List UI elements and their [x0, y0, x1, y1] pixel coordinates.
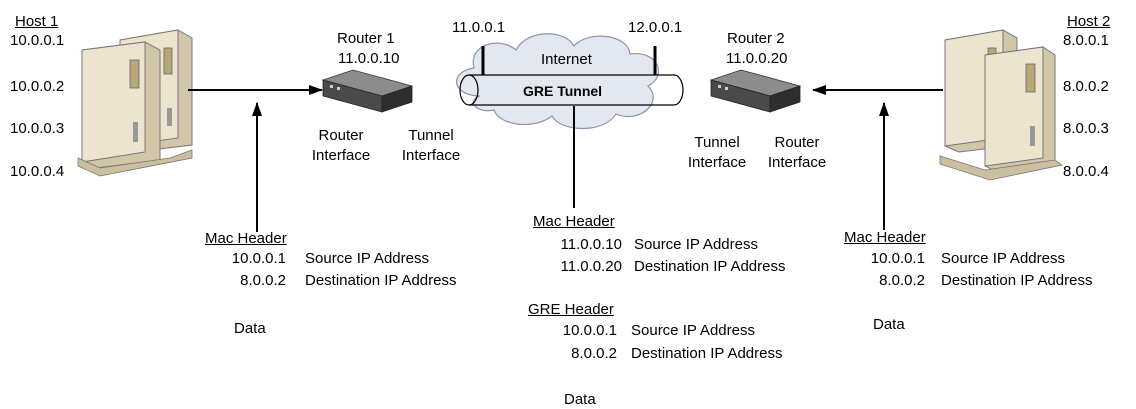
right-dst-ip: 8.0.0.2: [879, 272, 925, 289]
host1-ip-1: 10.0.0.1: [10, 32, 65, 49]
center-gre-dst-label: Destination IP Address: [631, 345, 783, 362]
center-outer-src-ip: 11.0.0.10: [560, 236, 622, 253]
host2-title: Host 2: [1067, 13, 1111, 30]
host2-ip-1: 8.0.0.1: [1063, 32, 1109, 49]
right-endpoint-ip: 12.0.0.1: [628, 19, 683, 36]
left-src-ip: 10.0.0.1: [231, 250, 286, 267]
gre-tunnel-label: GRE Tunnel: [523, 83, 603, 99]
right-data-label: Data: [873, 316, 905, 333]
host1-ip-3: 10.0.0.3: [10, 120, 65, 137]
router2-name: Router 2: [727, 30, 785, 47]
router2-tunnel-interface-line2: Interface: [687, 154, 747, 171]
left-dst-label: Destination IP Address: [305, 272, 457, 289]
left-endpoint-ip: 11.0.0.1: [452, 19, 506, 36]
center-data-label: Data: [564, 391, 596, 408]
router2-tunnel-interface-line1: Tunnel: [694, 134, 740, 151]
right-dst-label: Destination IP Address: [941, 272, 1093, 289]
left-dst-ip: 8.0.0.2: [240, 272, 286, 289]
host1-computers-icon: [77, 29, 193, 177]
center-gre-src-ip: 10.0.0.1: [562, 322, 617, 339]
host1-ip-4: 10.0.0.4: [10, 163, 65, 180]
router2-router-interface-line1: Router: [774, 134, 820, 151]
router1-router-interface-line1: Router: [318, 127, 364, 144]
right-mac-header-label: Mac Header: [844, 229, 926, 246]
router2-icon: [709, 69, 802, 113]
center-gre-dst-ip: 8.0.0.2: [571, 345, 617, 362]
router1-tunnel-interface-line1: Tunnel: [408, 127, 454, 144]
center-outer-dst-ip: 11.0.0.20: [560, 258, 622, 275]
router2-ip: 11.0.0.20: [726, 50, 788, 67]
router1-ip: 11.0.0.10: [338, 50, 400, 67]
host2-computers-icon: [939, 29, 1063, 181]
host2-ip-2: 8.0.0.2: [1063, 78, 1109, 95]
gre-tunnel-pipe: [459, 74, 684, 106]
left-mac-header-label: Mac Header: [205, 230, 287, 247]
host2-ip-4: 8.0.0.4: [1063, 163, 1109, 180]
right-src-label: Source IP Address: [941, 250, 1065, 267]
center-gre-src-label: Source IP Address: [631, 322, 755, 339]
left-data-label: Data: [234, 320, 266, 337]
router1-name: Router 1: [337, 30, 395, 47]
router2-router-interface-line2: Interface: [767, 154, 827, 171]
center-gre-header-label: GRE Header: [528, 301, 614, 318]
left-src-label: Source IP Address: [305, 250, 429, 267]
internet-label: Internet: [541, 51, 592, 68]
center-outer-src-label: Source IP Address: [634, 236, 758, 253]
host1-ip-2: 10.0.0.2: [10, 78, 65, 95]
router1-tunnel-interface-line2: Interface: [401, 147, 461, 164]
right-src-ip: 10.0.0.1: [870, 250, 925, 267]
host2-ip-3: 8.0.0.3: [1063, 120, 1109, 137]
router1-icon: [321, 69, 414, 113]
host1-title: Host 1: [15, 13, 59, 30]
router1-router-interface-line2: Interface: [311, 147, 371, 164]
center-mac-header-label: Mac Header: [533, 213, 615, 230]
center-outer-dst-label: Destination IP Address: [634, 258, 786, 275]
